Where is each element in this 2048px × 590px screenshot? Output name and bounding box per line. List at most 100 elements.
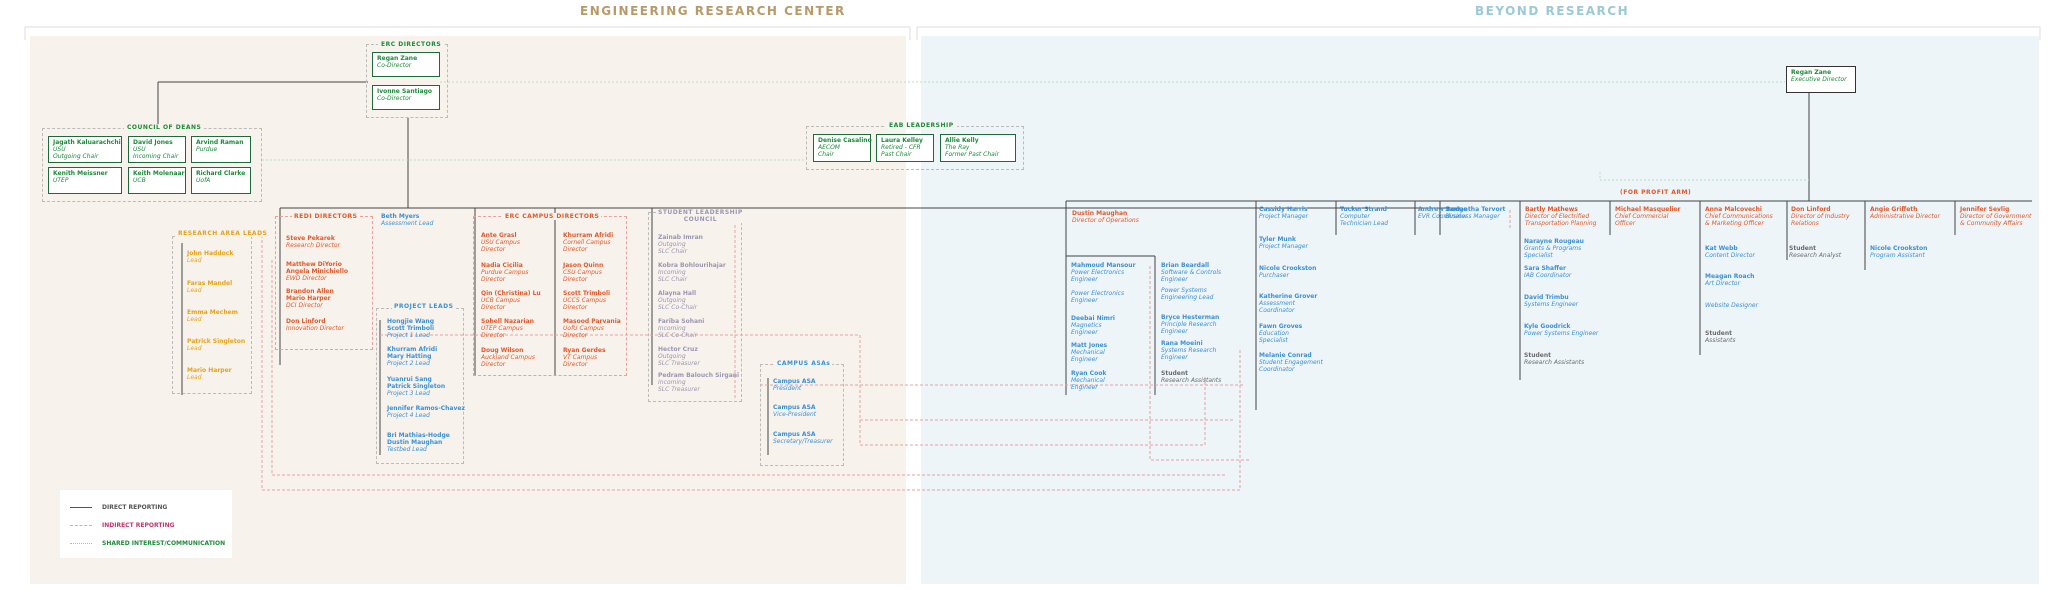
campus-asas-label: CAMPUS ASAs (775, 360, 833, 367)
dean-card[interactable]: Keith Molenaar UCB (128, 167, 186, 194)
ops-staff[interactable]: Power Systems Engineering Lead (1161, 287, 1213, 301)
dean-card[interactable]: David Jones USU Incoming Chair (128, 136, 186, 163)
role: Outgoing Chair (53, 153, 99, 160)
role: Mechanical Engineer (1071, 377, 1105, 391)
dean-card[interactable]: Kenith Meissner UTEP (48, 167, 122, 194)
erc-director-2[interactable]: Ivonne Santiago Co-Director (372, 85, 440, 110)
eab-card[interactable]: Laura Kelley Retired - CFR Past Chair (876, 134, 934, 162)
name: Campus ASA (773, 431, 816, 438)
name: Bri Mathias-Hodge Dustin Maughan (387, 432, 450, 446)
dean-card[interactable]: Arvind Raman Purdue (191, 136, 251, 163)
name: Anna Malcovechi (1705, 206, 1762, 213)
name: Mario Harper (187, 367, 232, 374)
eab-card[interactable]: Denise Casalino AECOM Chair (813, 134, 872, 162)
dean-card[interactable]: Jagath Kaluarachchi USU Outgoing Chair (48, 136, 122, 163)
role: UTEP (53, 177, 69, 184)
role: Director of Electrified Transportation P… (1525, 213, 1597, 227)
name: Matthew DiYorio Angela Minichiello (286, 261, 349, 275)
role: Co-Director (377, 62, 412, 69)
role: Lead (187, 257, 202, 264)
anna-staff[interactable]: Website Designer (1705, 302, 1758, 309)
erc-director-1[interactable]: Regan Zane Co-Director (372, 52, 440, 77)
name: Angie Griffeth (1870, 206, 1918, 213)
name: Don Linford (286, 318, 326, 325)
ops-staff[interactable]: Power Electronics Engineer (1071, 290, 1124, 304)
role: Incoming SLC Treasurer (658, 379, 700, 393)
executive-director[interactable]: Regan Zane Executive Director (1786, 66, 1856, 93)
assessment-lead[interactable]: Beth Myers Assessment Lead (381, 213, 433, 227)
role: Project 1 Lead (387, 332, 430, 339)
role: VT Campus Director (563, 354, 598, 368)
eab-card[interactable]: Allie Kelly The Ray Former Past Chair (940, 134, 1016, 162)
dean-card[interactable]: Richard Clarke UofA (191, 167, 251, 194)
